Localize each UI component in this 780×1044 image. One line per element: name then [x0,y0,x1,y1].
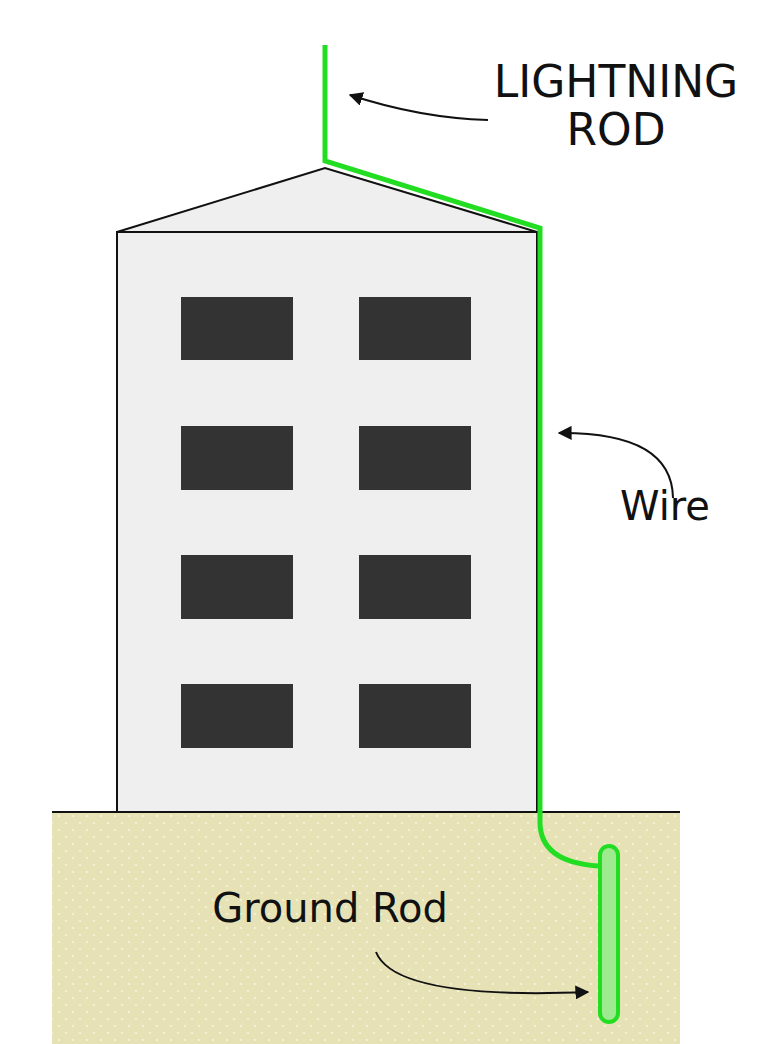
ground [52,812,680,1044]
part-label: Wire [600,482,730,530]
part-label: LIGHTNING ROD [460,58,772,155]
ground-rod [600,846,618,1022]
lightning-rod-wire [325,45,598,866]
windows [181,297,471,748]
building [117,232,537,812]
roof [117,168,537,232]
leader-arrow [350,95,488,120]
leader-arrow [376,952,588,993]
part-label: Ground Rod [180,884,480,932]
ground-texture [52,812,680,1044]
